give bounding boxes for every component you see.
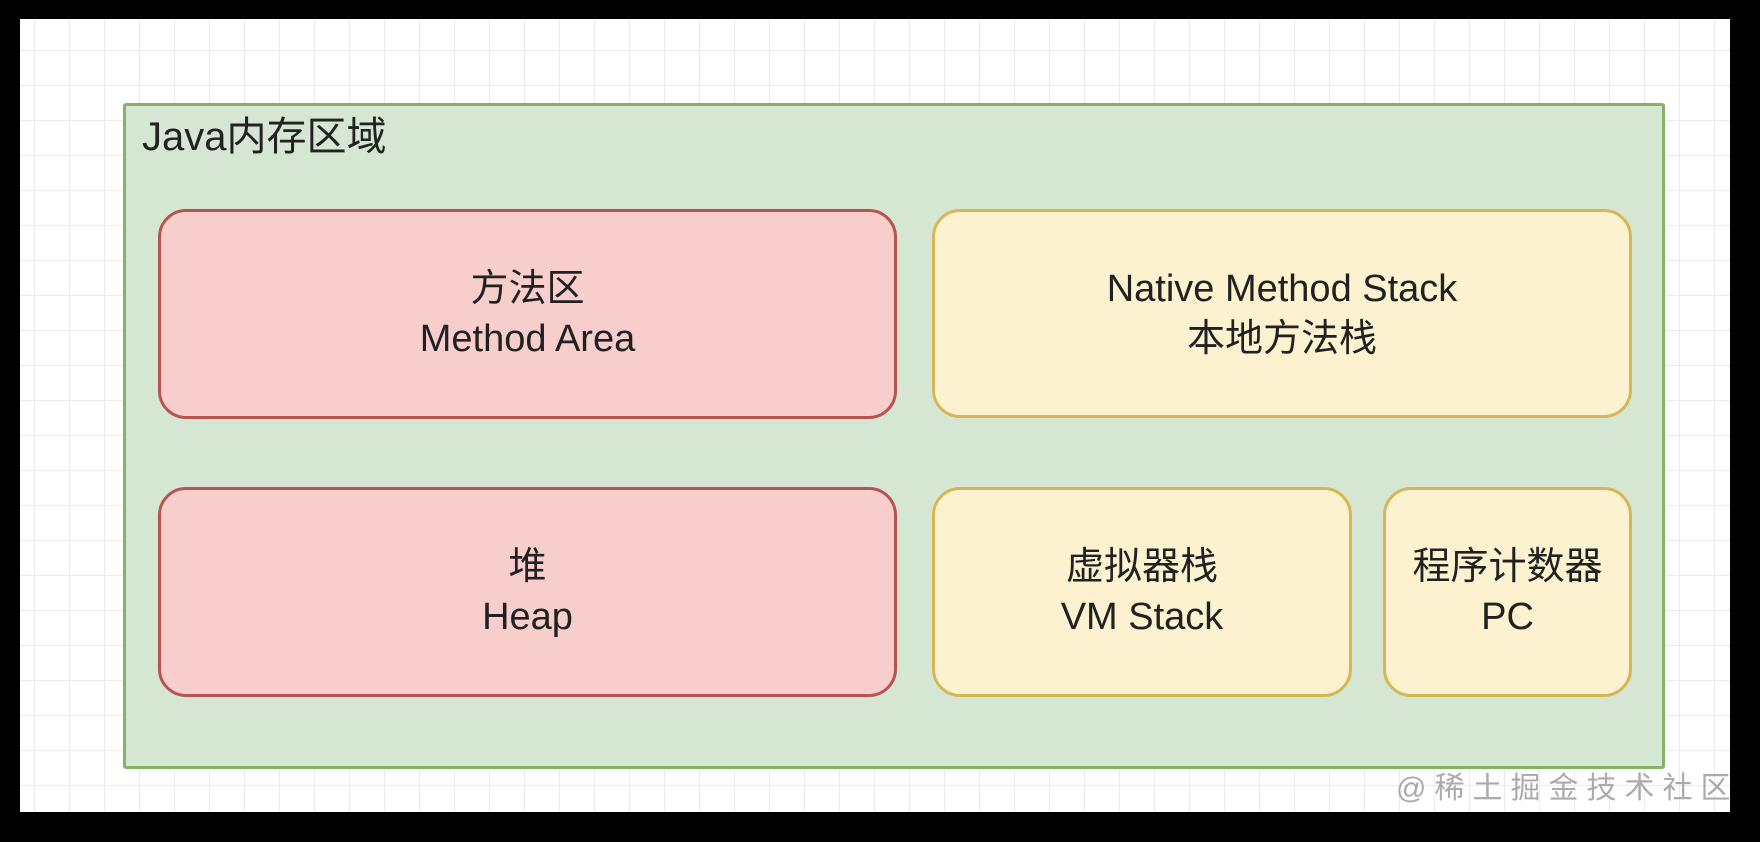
box-label-line1: Native Method Stack [1106,267,1458,310]
watermark-text: @稀土掘金技术社区 [1396,772,1739,805]
grid-canvas: Java内存区域 方法区 Method Area Native Method S… [20,19,1730,812]
box-label-line2: 本地方法栈 [1186,317,1377,360]
box-method-area: 方法区 Method Area [158,209,897,419]
box-label-line1: 程序计数器 [1412,546,1603,588]
box-label-line1: 虚拟器栈 [1065,546,1218,588]
box-label-line2: Heap [482,596,573,638]
box-label-line2: PC [1481,596,1534,638]
box-label-line1: 堆 [508,546,547,588]
box-label-line2: VM Stack [1060,596,1224,638]
box-pc: 程序计数器 PC [1383,487,1632,697]
box-vm-stack: 虚拟器栈 VM Stack [932,487,1352,697]
diagram-title: Java内存区域 [142,115,387,159]
box-label-line2: Method Area [419,318,636,360]
box-native-method-stack: Native Method Stack 本地方法栈 [932,209,1632,418]
box-label-line1: 方法区 [470,268,585,310]
box-heap: 堆 Heap [158,487,897,697]
